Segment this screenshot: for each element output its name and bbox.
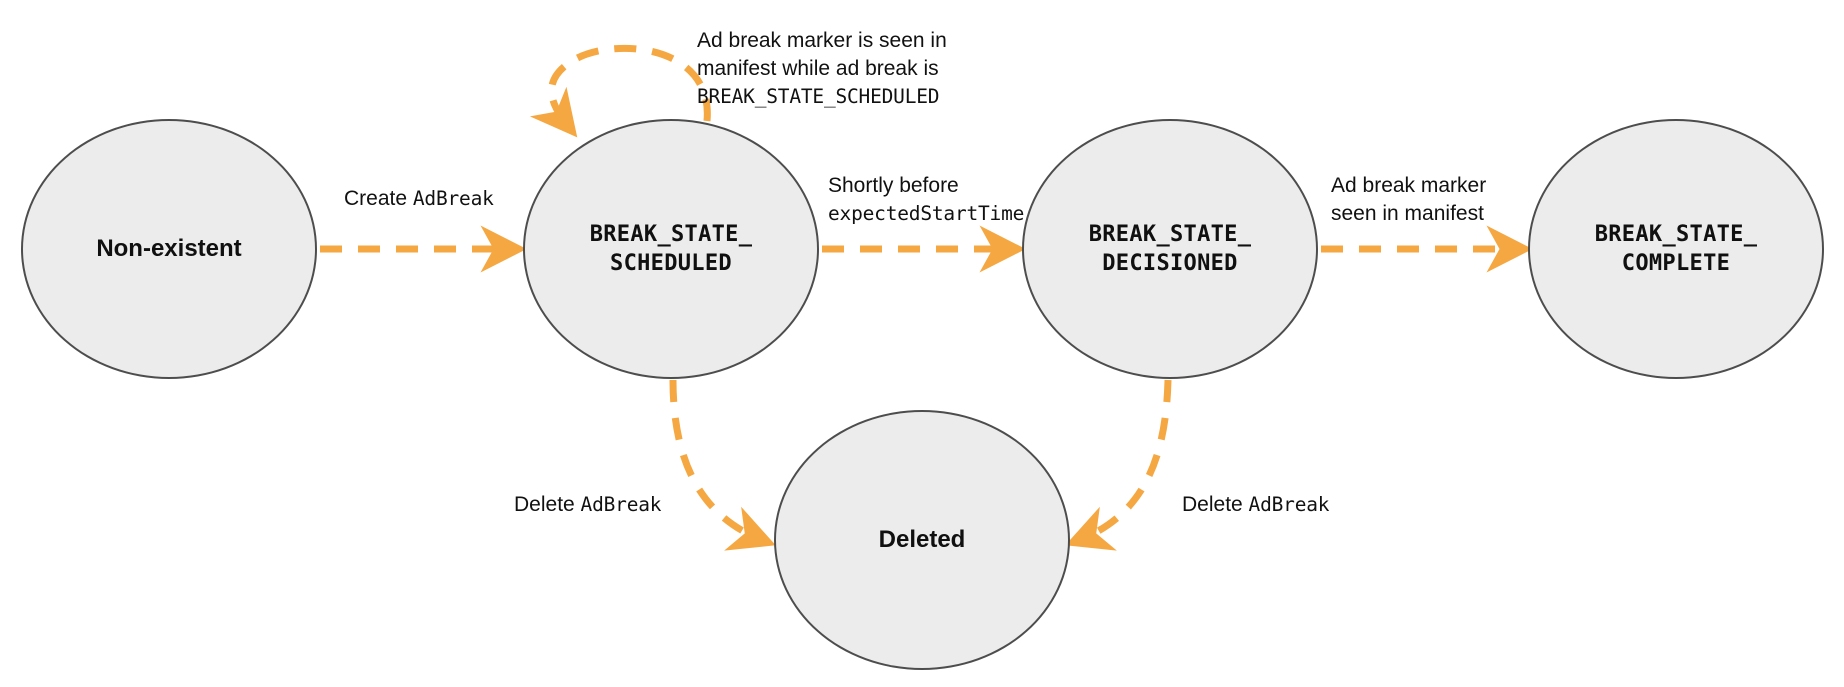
edge-label-marker-seen-line1: Ad break marker: [1331, 174, 1487, 197]
edge-delete-adbreak-from-decisioned: [1065, 379, 1172, 551]
edge-label-delete-scheduled-verb: Delete: [514, 493, 581, 516]
edge-label-delete-decisioned-type: AdBreak: [1248, 493, 1330, 516]
node-non-existent[interactable]: Non-existent: [21, 119, 317, 379]
node-break-state-complete-label: BREAK_STATE_ COMPLETE: [1594, 221, 1758, 276]
edge-scheduled-self-loop: [529, 44, 711, 138]
edge-label-self-loop-line2: manifest while ad break is: [697, 56, 939, 80]
edge-label-delete-decisioned-verb: Delete: [1182, 493, 1249, 516]
edge-label-scheduled-self-loop: Ad break marker is seen in manifest while…: [697, 27, 947, 111]
node-deleted-label: Deleted: [878, 526, 966, 554]
node-break-state-scheduled[interactable]: BREAK_STATE_ SCHEDULED: [523, 119, 819, 379]
edge-label-create-adbreak-verb: Create: [344, 187, 413, 210]
edge-label-create-adbreak: Create AdBreak: [344, 185, 494, 213]
edge-label-shortly-before-expected-start-time: Shortly before expectedStartTime: [828, 172, 1024, 228]
edge-label-delete-adbreak-from-decisioned: Delete AdBreak: [1182, 491, 1330, 519]
node-break-state-scheduled-label: BREAK_STATE_ SCHEDULED: [589, 221, 753, 276]
edge-label-delete-scheduled-type: AdBreak: [580, 493, 662, 516]
edge-label-marker-seen-line2: seen in manifest: [1331, 201, 1484, 225]
edge-label-create-adbreak-type: AdBreak: [412, 187, 494, 210]
edge-label-delete-adbreak-from-scheduled: Delete AdBreak: [514, 491, 662, 519]
node-break-state-decisioned[interactable]: BREAK_STATE_ DECISIONED: [1022, 119, 1318, 379]
node-deleted[interactable]: Deleted: [774, 410, 1070, 670]
edge-label-self-loop-line1: Ad break marker is seen in: [697, 29, 947, 52]
edge-label-expected-start-time-field: expectedStartTime: [828, 201, 1025, 225]
node-non-existent-label: Non-existent: [96, 235, 242, 263]
edge-label-shortly-before-text: Shortly before: [828, 174, 959, 197]
edge-label-ad-break-marker-seen-in-manifest: Ad break marker seen in manifest: [1331, 172, 1486, 228]
node-break-state-complete[interactable]: BREAK_STATE_ COMPLETE: [1528, 119, 1824, 379]
edge-label-self-loop-state: BREAK_STATE_SCHEDULED: [697, 84, 940, 108]
node-break-state-decisioned-label: BREAK_STATE_ DECISIONED: [1088, 221, 1252, 276]
edge-delete-adbreak-from-scheduled: [669, 379, 776, 551]
